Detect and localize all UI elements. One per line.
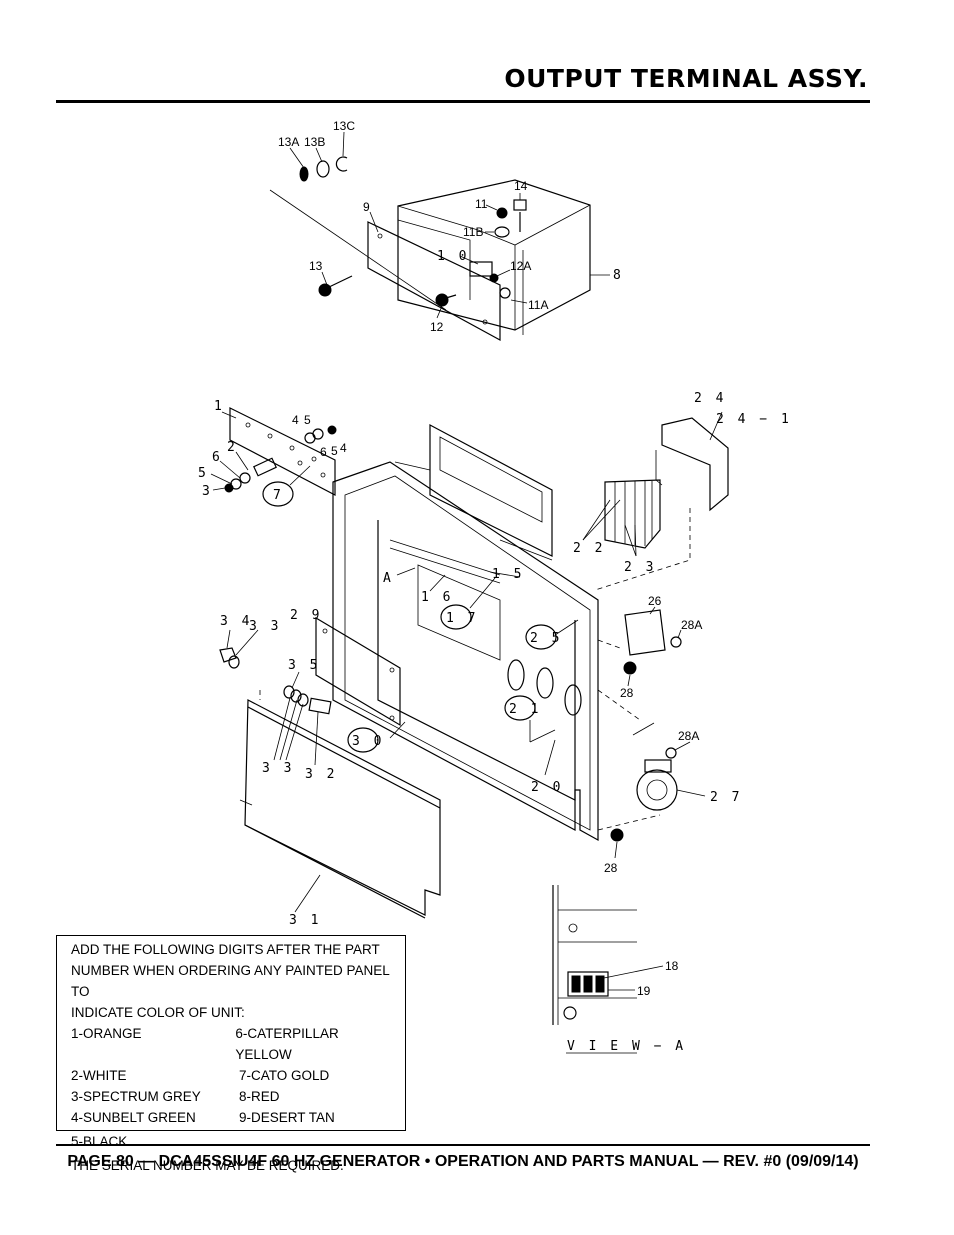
label-18: 18 [665, 959, 679, 973]
label-28b: 28 [604, 861, 618, 875]
paint-color-note: ADD THE FOLLOWING DIGITS AFTER THE PART … [56, 935, 406, 1173]
label-24: 2 4 [694, 391, 726, 406]
footer-rule [56, 1144, 870, 1146]
label-4a: 4 [292, 413, 299, 427]
color-code: 9-DESERT TAN [239, 1110, 335, 1125]
label-28a-1: 28A [681, 618, 702, 632]
label-35: 3 5 [288, 658, 320, 673]
label-20: 2 0 [531, 780, 563, 795]
label-12: 12 [430, 320, 444, 334]
label-30: 3 0 [352, 734, 384, 749]
color-code: 3-SPECTRUM GREY [71, 1089, 201, 1104]
callout-circles [262, 481, 557, 753]
header-rule [56, 100, 870, 103]
label-8: 8 [613, 268, 624, 283]
label-5a: 5 [304, 413, 311, 427]
terminal-plate [367, 221, 501, 342]
color-code: 7-CATO GOLD [239, 1068, 330, 1083]
top-bracket [394, 424, 553, 561]
color-code: 8-RED [239, 1089, 280, 1104]
label-33b: 3 3 [262, 761, 294, 776]
label-29: 2 9 [290, 608, 322, 623]
color-code: 4-SUNBELT GREEN [71, 1110, 196, 1125]
color-code: 6-CATERPILLAR YELLOW [235, 1026, 339, 1062]
view-a-inset [552, 885, 637, 1054]
label-21: 2 1 [509, 702, 541, 717]
breaker-bank [604, 479, 661, 549]
label-13: 13 [309, 259, 323, 273]
label-5c: 5 [198, 466, 209, 481]
label-24-1: 2 4 − 1 [716, 412, 792, 427]
label-7: 7 [273, 488, 284, 503]
label-12a: 12A [510, 259, 531, 273]
label-16: 1 6 [421, 590, 453, 605]
label-6b: 6 [320, 445, 327, 459]
label-34: 3 4 [220, 614, 252, 629]
small-hardware [219, 647, 332, 715]
label-33a: 3 3 [249, 619, 281, 634]
label-view-a: V I E W − A [567, 1039, 686, 1054]
label-13b: 13B [304, 135, 325, 149]
label-27: 2 7 [710, 790, 742, 805]
color-code: 1-ORANGE [71, 1026, 142, 1041]
page-footer: PAGE 80 — DCA45SSIU4F 60 HZ GENERATOR • … [67, 1153, 859, 1170]
label-1: 1 [214, 399, 225, 414]
label-15: 1 5 [492, 567, 524, 582]
label-28a: 28 [620, 686, 634, 700]
serial-note: THE SERIAL NUMBER MAY BE REQUIRED. [71, 1158, 344, 1173]
label-6a: 6 [212, 450, 223, 465]
leader-lines [210, 131, 723, 991]
page-title: OUTPUT TERMINAL ASSY. [504, 64, 868, 93]
label-11a: 11A [528, 298, 548, 312]
label-19: 19 [637, 984, 651, 998]
color-row: 1-ORANGE 6-CATERPILLAR YELLOW [71, 1023, 395, 1065]
label-9: 9 [363, 200, 370, 214]
control-panel-frame [332, 461, 599, 842]
label-22: 2 2 [573, 541, 605, 556]
color-code: 5-BLACK [71, 1134, 128, 1149]
label-2: 2 [227, 440, 238, 455]
bottom-panel [239, 699, 441, 919]
label-14: 14 [514, 179, 528, 193]
terminal-cover-box [397, 179, 591, 335]
label-25: 2 5 [530, 631, 562, 646]
color-row: 2-WHITE 7-CATO GOLD [71, 1065, 395, 1086]
label-23: 2 3 [624, 560, 656, 575]
label-11b: 11B [463, 225, 483, 239]
label-3: 3 [202, 484, 213, 499]
label-17: 1 7 [446, 611, 478, 626]
label-28a-2: 28A [678, 729, 699, 743]
color-code: 2-WHITE [71, 1068, 127, 1083]
label-31: 3 1 [289, 913, 321, 928]
label-10: 1 0 [437, 249, 469, 264]
label-32: 3 2 [305, 767, 337, 782]
label-26: 26 [648, 594, 662, 608]
label-view-a-marker: A [383, 571, 394, 586]
cover-panel [315, 616, 401, 727]
label-13c: 13C [333, 119, 355, 133]
label-13a: 13A [278, 135, 299, 149]
terminal-board [224, 407, 337, 496]
terminal-hardware [269, 156, 527, 311]
note-line: INDICATE COLOR OF UNIT: [71, 1005, 245, 1020]
breaker-cover [655, 417, 729, 512]
dashed-leaders [259, 508, 691, 831]
note-line: NUMBER WHEN ORDERING ANY PAINTED PANEL T… [71, 963, 390, 999]
note-line: ADD THE FOLLOWING DIGITS AFTER THE PART [71, 942, 380, 957]
label-5b: 5 [331, 444, 338, 458]
label-4b: 4 [340, 441, 347, 455]
side-parts [610, 609, 682, 842]
part-labels: 13C 13A 13B 14 11 9 11B 1 0 12A 8 13 11A… [198, 119, 792, 1054]
color-row: 3-SPECTRUM GREY 8-RED [71, 1086, 395, 1107]
color-row: 4-SUNBELT GREEN 9-DESERT TAN [71, 1107, 395, 1128]
label-11: 11 [475, 197, 488, 211]
